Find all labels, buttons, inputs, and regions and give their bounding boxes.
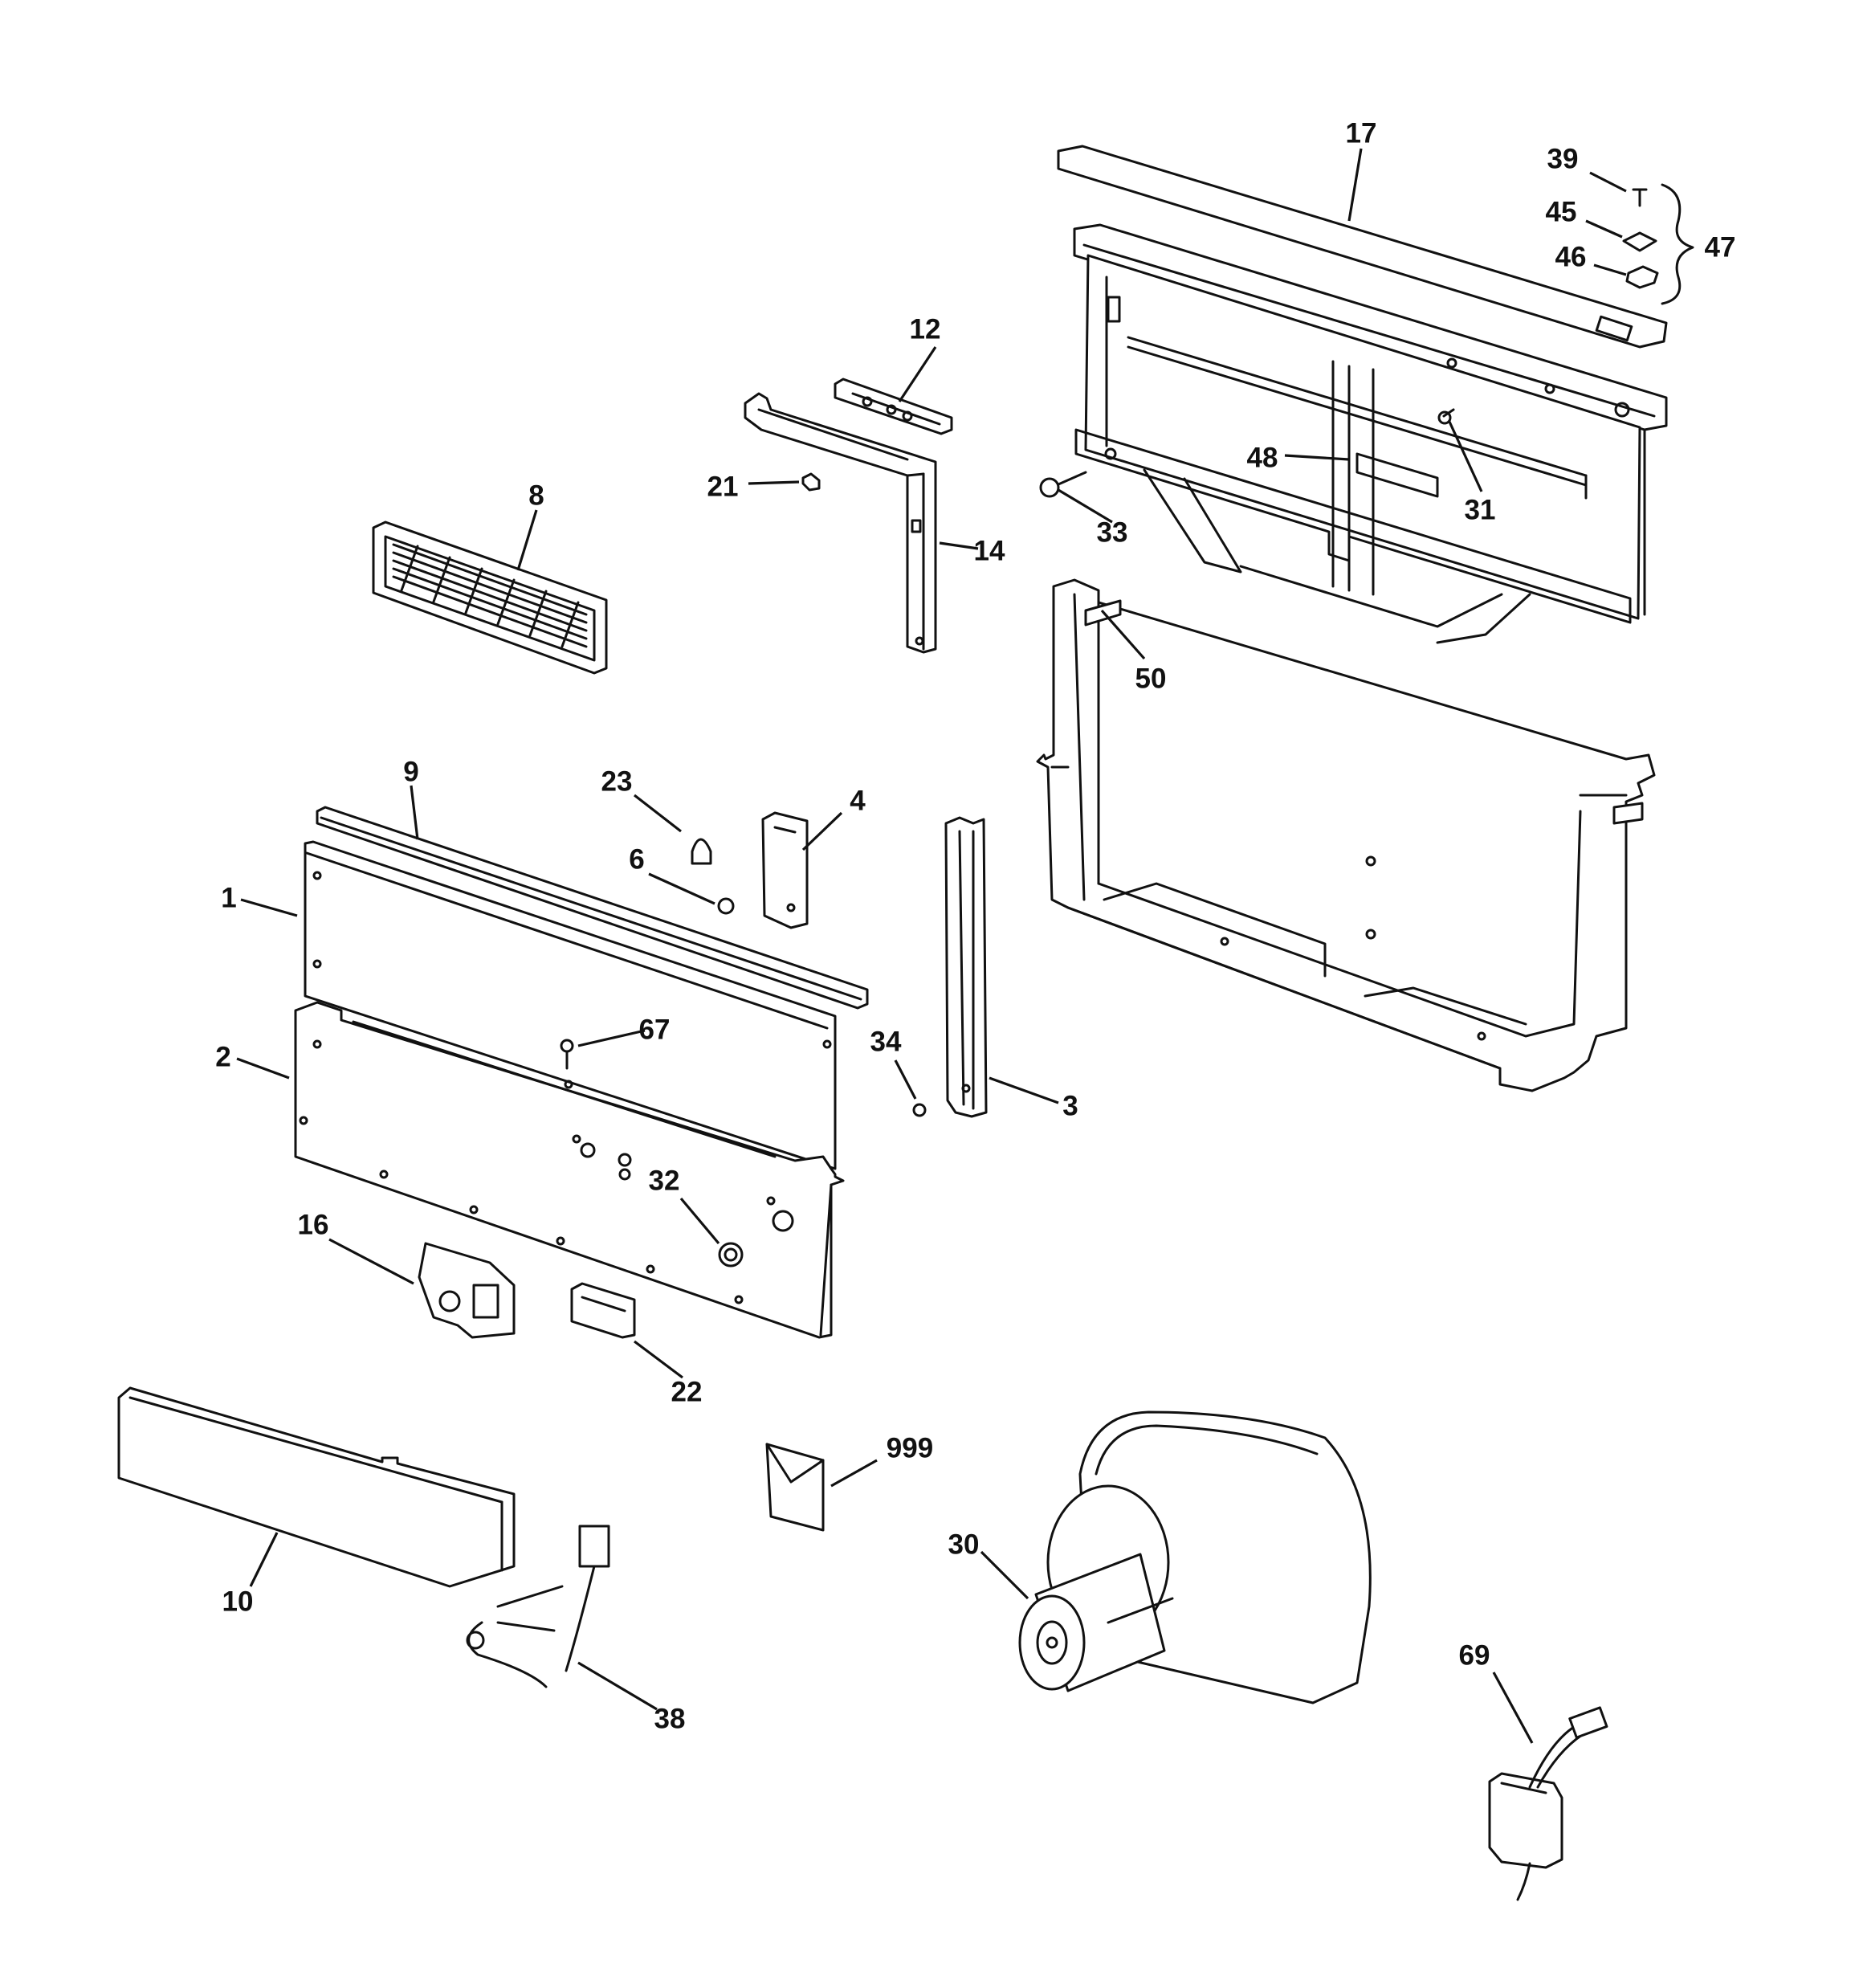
leader-6 <box>648 872 715 905</box>
callout-4: 4 <box>850 785 866 816</box>
leader-2 <box>236 1057 290 1080</box>
part-12-switch-bracket <box>834 378 953 435</box>
part-6-screw <box>717 897 735 915</box>
leader-45 <box>1585 219 1623 239</box>
callout-69: 69 <box>1459 1639 1490 1671</box>
part-30-blower <box>1018 1410 1372 1704</box>
leader-17 <box>1347 148 1363 222</box>
callout-33: 33 <box>1097 516 1128 548</box>
callout-16: 16 <box>298 1209 329 1240</box>
leader-lines <box>236 148 1627 1744</box>
callout-47: 47 <box>1705 231 1736 263</box>
callout-67: 67 <box>639 1014 671 1045</box>
callout-45: 45 <box>1546 196 1577 227</box>
leader-16 <box>328 1238 414 1285</box>
part-22-terminal-block <box>570 1282 636 1339</box>
leader-23 <box>634 794 682 833</box>
part-39-45-46-hardware <box>1622 183 1694 305</box>
callout-39: 39 <box>1547 143 1579 174</box>
callout-17: 17 <box>1346 117 1377 149</box>
leader-32 <box>679 1197 720 1245</box>
part-10-junction-box <box>117 1386 516 1588</box>
callout-22: 22 <box>671 1376 703 1407</box>
callout-2: 2 <box>215 1041 230 1072</box>
part-34-screw <box>912 1103 927 1117</box>
leader-12 <box>898 346 937 402</box>
part-3-vertical-rail <box>944 816 988 1118</box>
leader-34 <box>894 1059 917 1100</box>
callout-3: 3 <box>1062 1090 1078 1121</box>
part-23-u-clip <box>691 838 712 865</box>
part-8-filter <box>372 520 608 675</box>
callout-1: 1 <box>221 882 236 913</box>
leader-4 <box>801 811 843 851</box>
part-9-trim-strip <box>316 806 869 1010</box>
leader-48 <box>1284 454 1350 461</box>
part-33-31-fasteners <box>1039 408 1455 498</box>
callout-labels: 1234689101214161721222330313233343839454… <box>215 117 1735 1734</box>
leader-38 <box>577 1661 658 1711</box>
callout-9: 9 <box>403 756 418 787</box>
leader-3 <box>989 1076 1059 1104</box>
callout-50: 50 <box>1135 663 1167 694</box>
callout-31: 31 <box>1465 494 1496 525</box>
callout-32: 32 <box>649 1165 680 1196</box>
callout-34: 34 <box>870 1026 902 1057</box>
leader-8 <box>516 509 538 571</box>
part-1-front-panel <box>304 840 837 1170</box>
part-999-literature <box>765 1443 825 1532</box>
part-14-channel-bracket <box>744 392 937 654</box>
leader-10 <box>249 1532 279 1587</box>
callout-48: 48 <box>1247 442 1278 473</box>
callout-999: 999 <box>887 1432 933 1463</box>
part-21-clip <box>801 472 821 492</box>
part-38-power-cord <box>466 1525 610 1688</box>
callout-14: 14 <box>974 535 1005 566</box>
leader-9 <box>410 785 419 840</box>
callout-6: 6 <box>629 843 644 875</box>
leader-31 <box>1448 421 1483 492</box>
callout-46: 46 <box>1555 241 1587 272</box>
callout-21: 21 <box>707 471 739 502</box>
callout-10: 10 <box>222 1586 254 1617</box>
part-69-capacitor <box>1488 1706 1608 1901</box>
leader-67 <box>577 1029 646 1047</box>
leader-999 <box>830 1459 878 1488</box>
callout-12: 12 <box>910 313 941 345</box>
leader-14 <box>939 541 979 550</box>
part-4-bracket <box>761 811 809 929</box>
leader-50 <box>1100 609 1146 660</box>
part-67-screw <box>560 1039 574 1070</box>
callout-8: 8 <box>528 480 544 511</box>
part-50-housing-box <box>1036 578 1656 1092</box>
part-2-lower-panel <box>294 1001 845 1339</box>
leader-39 <box>1589 171 1627 193</box>
part-32-grommet <box>718 1242 744 1268</box>
leader-30 <box>980 1550 1029 1600</box>
leader-21 <box>748 480 800 485</box>
part-17-hood-top-assembly <box>1057 145 1668 644</box>
leader-33 <box>1058 488 1113 524</box>
leader-46 <box>1593 263 1627 276</box>
callout-23: 23 <box>601 765 633 797</box>
leader-1 <box>240 898 298 917</box>
leader-69 <box>1492 1672 1534 1744</box>
callout-38: 38 <box>654 1703 686 1734</box>
leader-22 <box>634 1340 683 1379</box>
part-16-switch-motor <box>418 1242 516 1339</box>
callout-30: 30 <box>948 1529 980 1560</box>
